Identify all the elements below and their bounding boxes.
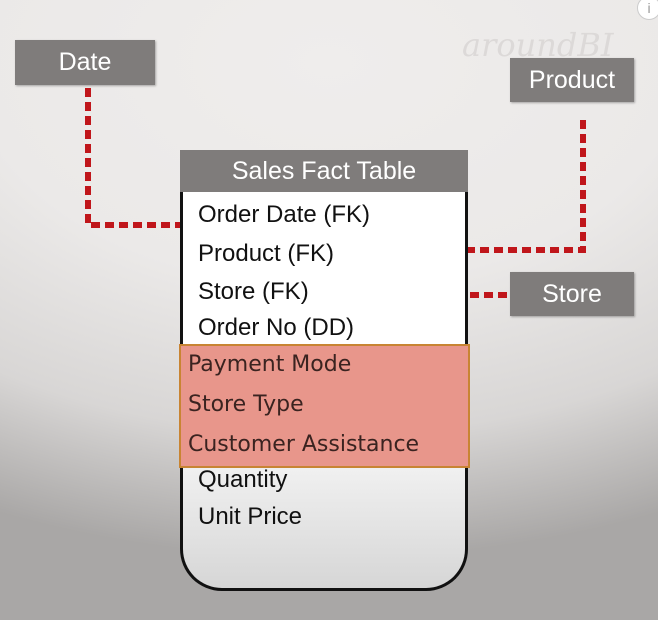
product-link bbox=[466, 120, 586, 253]
field-product: Product (FK) bbox=[198, 240, 335, 267]
field-order-date: Order Date (FK) bbox=[198, 201, 371, 228]
highlighted-fields-box bbox=[179, 344, 470, 468]
measure-unit-price: Unit Price bbox=[198, 503, 303, 530]
field-store-type: Store Type bbox=[188, 392, 304, 417]
fact-table-title: Sales Fact Table bbox=[180, 150, 468, 192]
date-link bbox=[85, 88, 180, 228]
date-dimension-box: Date bbox=[15, 40, 155, 85]
measure-quantity: Quantity bbox=[198, 466, 288, 493]
store-dimension-box: Store bbox=[510, 272, 634, 316]
watermark: aroundBI bbox=[462, 26, 614, 64]
field-customer-assistance: Customer Assistance bbox=[188, 432, 420, 457]
info-icon[interactable]: i bbox=[637, 0, 658, 20]
field-store: Store (FK) bbox=[198, 278, 309, 305]
field-order-no: Order No (DD) bbox=[198, 314, 355, 341]
product-dimension-box: Product bbox=[510, 58, 634, 102]
field-payment-mode: Payment Mode bbox=[188, 352, 352, 377]
